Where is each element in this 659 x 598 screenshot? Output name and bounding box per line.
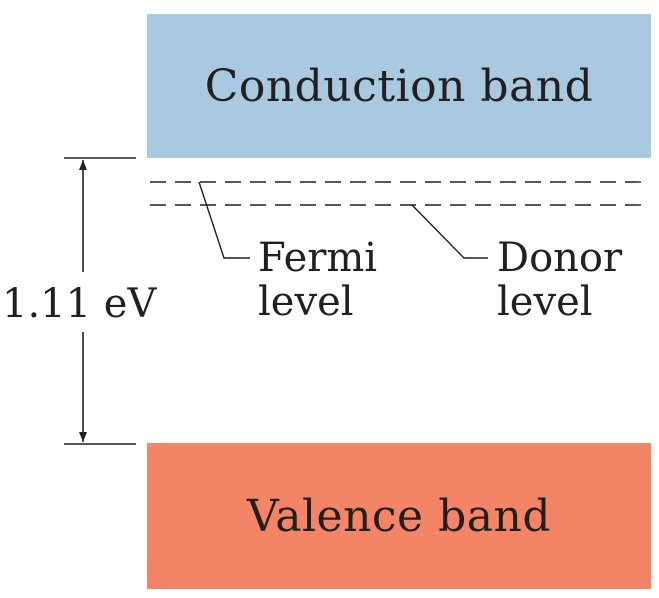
donor-level-label: Donor level xyxy=(497,236,622,324)
donor-leader-line xyxy=(411,204,488,259)
valence-band: Valence band xyxy=(147,443,651,589)
fermi-leader-line xyxy=(198,181,250,259)
valence-band-label: Valence band xyxy=(247,490,551,542)
donor-label-line1: Donor xyxy=(497,235,623,281)
fermi-level-label: Fermi level xyxy=(258,236,377,324)
band-gap-label: 1.11 eV xyxy=(2,281,157,327)
donor-label-line2: level xyxy=(497,279,593,325)
fermi-label-line1: Fermi xyxy=(258,235,378,281)
conduction-band: Conduction band xyxy=(147,14,651,158)
fermi-label-line2: level xyxy=(258,279,354,325)
conduction-band-label: Conduction band xyxy=(204,60,594,112)
